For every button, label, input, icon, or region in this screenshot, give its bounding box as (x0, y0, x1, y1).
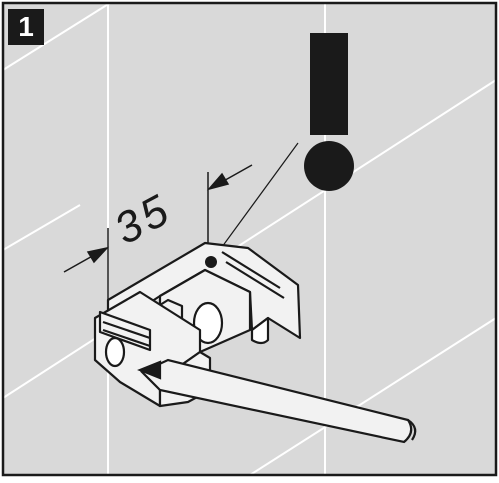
drill-bit (137, 358, 417, 444)
dimension-marker (107, 172, 209, 300)
step-number-badge: 1 (8, 9, 44, 45)
warning-exclamation-icon (304, 33, 354, 191)
leader-line (210, 142, 299, 263)
mounting-bracket (93, 241, 302, 408)
dimension-arrow-icon (63, 164, 253, 273)
